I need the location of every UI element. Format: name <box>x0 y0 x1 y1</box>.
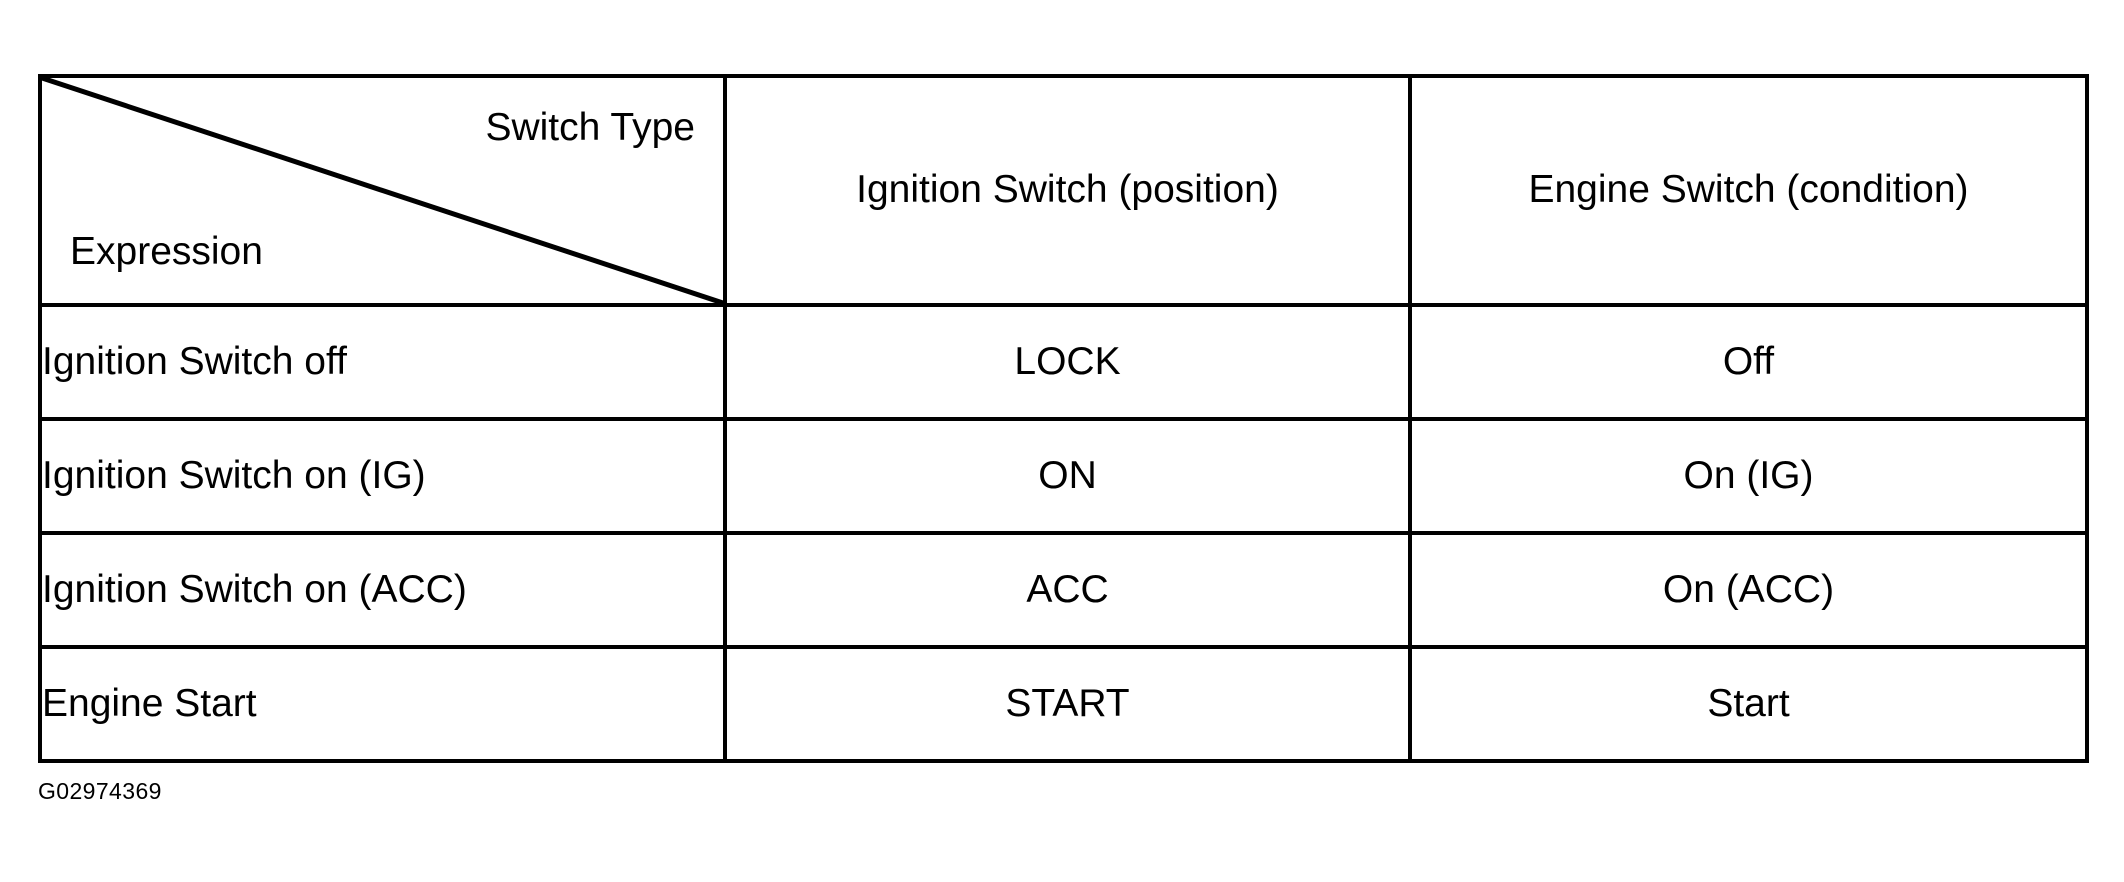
cell-engine-condition-row-0: Off <box>1408 303 2089 421</box>
cell-engine-condition-row-1: On (IG) <box>1408 417 2089 535</box>
cell-ignition-position-row-3: START <box>723 645 1412 763</box>
column-header-ignition-switch-position: Ignition Switch (position) <box>723 74 1412 307</box>
row-label-ignition-switch-on-ig: Ignition Switch on (IG) <box>38 417 727 535</box>
switch-type-table-container: Switch Type Expression Ignition Switch (… <box>38 74 2089 763</box>
diagonal-divider-icon <box>42 78 723 303</box>
table-row: Ignition Switch on (IG) ON On (IG) <box>38 417 2089 535</box>
table-header: Switch Type Expression Ignition Switch (… <box>38 74 2089 307</box>
cell-ignition-position-row-2: ACC <box>723 531 1412 649</box>
cell-ignition-position-row-1: ON <box>723 417 1412 535</box>
figure-caption-code: G02974369 <box>38 778 162 804</box>
switch-type-table: Switch Type Expression Ignition Switch (… <box>38 74 2089 763</box>
table-body: Ignition Switch off LOCK Off Ignition Sw… <box>38 303 2089 763</box>
row-label-ignition-switch-on-acc: Ignition Switch on (ACC) <box>38 531 727 649</box>
corner-header-cell: Switch Type Expression <box>38 74 727 307</box>
corner-header-switch-type-label: Switch Type <box>485 106 695 149</box>
cell-ignition-position-row-0: LOCK <box>723 303 1412 421</box>
row-label-ignition-switch-off: Ignition Switch off <box>38 303 727 421</box>
column-header-engine-switch-condition: Engine Switch (condition) <box>1408 74 2089 307</box>
cell-engine-condition-row-3: Start <box>1408 645 2089 763</box>
row-label-engine-start: Engine Start <box>38 645 727 763</box>
table-header-row: Switch Type Expression Ignition Switch (… <box>38 74 2089 307</box>
corner-header-expression-label: Expression <box>70 230 263 274</box>
cell-engine-condition-row-2: On (ACC) <box>1408 531 2089 649</box>
table-row: Ignition Switch off LOCK Off <box>38 303 2089 421</box>
table-row: Engine Start START Start <box>38 645 2089 763</box>
table-row: Ignition Switch on (ACC) ACC On (ACC) <box>38 531 2089 649</box>
